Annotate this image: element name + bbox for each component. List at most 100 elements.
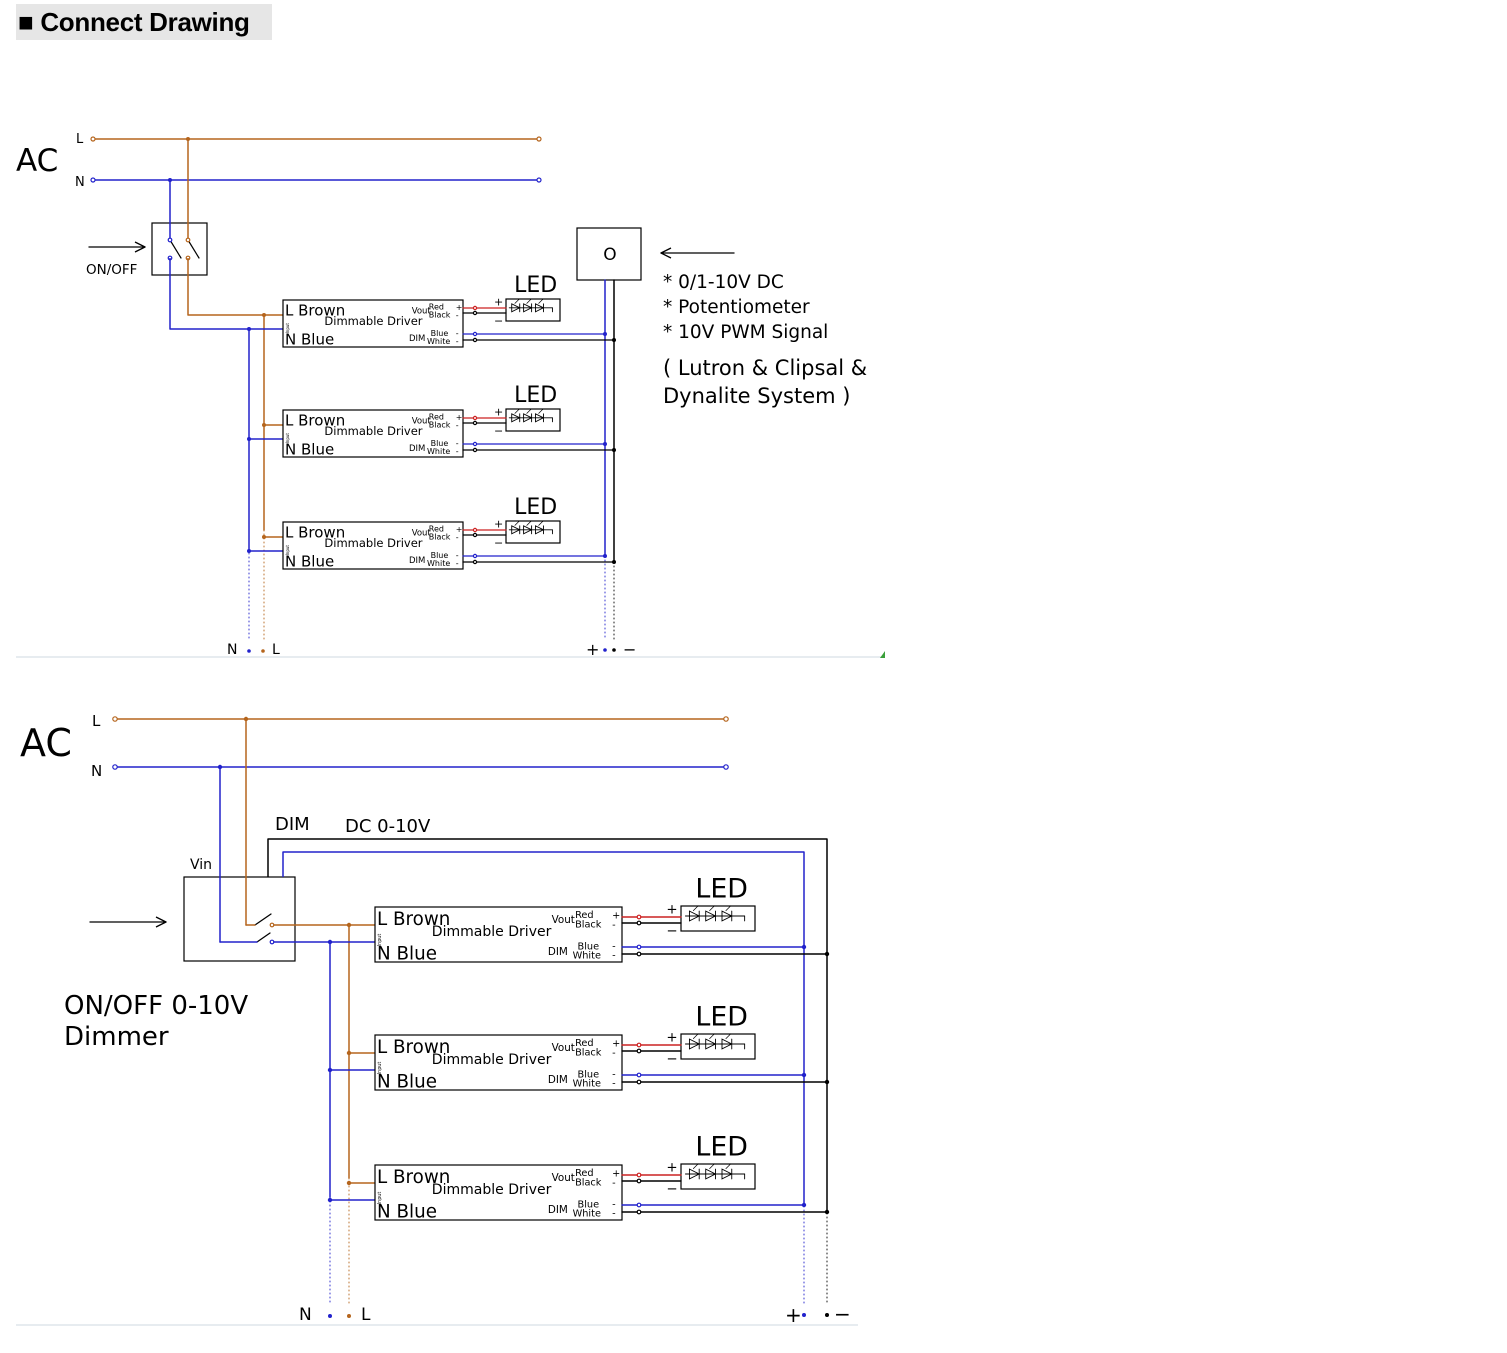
junction-dot — [327, 1067, 333, 1073]
led-ray — [709, 1163, 715, 1169]
driver-n-blue-label: N Blue — [377, 1201, 437, 1222]
junction-dot — [603, 648, 607, 652]
driver-n-blue-label: N Blue — [377, 943, 437, 964]
driver-vout-label: Vout — [412, 529, 432, 539]
terminal — [636, 1079, 642, 1085]
junction-dot — [801, 1202, 807, 1208]
switch-lever — [187, 239, 200, 259]
driver-red-label: Red — [429, 524, 444, 533]
onoff-switch-label: ON/OFF — [86, 262, 137, 278]
driver-minus-label: - — [612, 1069, 616, 1080]
led-ray — [692, 905, 699, 911]
driver-minus-label: - — [456, 447, 459, 456]
led-ray — [709, 905, 715, 911]
driver-blue-label: Blue — [578, 1199, 600, 1210]
dim-minus-loop — [267, 838, 828, 1213]
led-ray — [725, 1033, 732, 1039]
driver-l-brown-label: L Brown — [285, 412, 345, 430]
terminal — [112, 764, 118, 770]
driver-name-label: Dimmable Driver — [324, 314, 422, 328]
driver-vout-label: Vout — [552, 1172, 575, 1184]
driver-white-label: White — [427, 447, 450, 456]
junction-dot — [346, 1050, 352, 1056]
junction-dot — [612, 648, 616, 652]
driver-minus-label: - — [456, 421, 459, 430]
led-minus-label: − — [494, 314, 503, 327]
dimmer-option-note: * 10V PWM Signal — [663, 322, 828, 343]
driver-dim-label: DIM — [548, 1204, 568, 1216]
led-module-box — [505, 408, 561, 432]
dimmable-driver-box — [374, 1034, 623, 1091]
led-plus-label: + — [666, 1161, 677, 1176]
driver-white-label: White — [573, 1079, 601, 1090]
driver-blue-label: Blue — [578, 941, 600, 952]
led-ray — [526, 521, 532, 526]
dimmable-driver-box — [282, 409, 464, 458]
led-module-box — [680, 905, 756, 932]
switch-lever — [256, 932, 271, 943]
driver-black-label: Black — [575, 1047, 602, 1058]
led-plus-label: + — [666, 1031, 677, 1046]
junction-dot — [346, 1180, 352, 1186]
terminal — [185, 237, 191, 243]
driver-black-label: Black — [429, 420, 451, 429]
junction-dot — [262, 423, 266, 427]
terminal — [472, 441, 478, 447]
led-minus-label: − — [666, 924, 677, 939]
led-label: LED — [514, 495, 557, 520]
junction-dot — [824, 951, 830, 957]
terminal — [167, 237, 173, 243]
driver-l-brown-label: L Brown — [377, 1037, 450, 1058]
driver-minus-label: - — [456, 337, 459, 346]
switched-l-wire — [187, 258, 264, 316]
junction-dot — [247, 549, 251, 553]
led-ray — [692, 1163, 699, 1169]
onoff-dimmer-box — [183, 876, 296, 962]
driver-plus-label: + — [456, 413, 463, 422]
led-ray — [526, 299, 532, 304]
driver-dim-label: DIM — [409, 556, 425, 566]
driver-minus-label: - — [456, 439, 459, 448]
junction-dot — [247, 437, 251, 441]
junction-dot — [261, 649, 265, 653]
led-ray — [538, 521, 544, 526]
dim-plus-loop — [282, 851, 805, 1206]
terminal — [636, 1042, 642, 1048]
driver-vout-label: Vout — [552, 1042, 575, 1054]
driver-minus-label: - — [612, 1048, 616, 1059]
led-ray — [709, 1033, 715, 1039]
bottom-n-label: N — [227, 642, 237, 658]
n-terminal — [90, 177, 96, 183]
led-label: LED — [514, 383, 557, 408]
driver-n-blue-label: N Blue — [285, 553, 334, 571]
switched-n-wire — [169, 258, 249, 330]
junction-dot — [824, 1079, 830, 1085]
driver-blue-label: Blue — [431, 551, 449, 560]
junction-dot — [262, 313, 266, 317]
driver-minus-label: - — [456, 533, 459, 542]
driver-minus-label: - — [612, 1079, 616, 1090]
junction-dot — [328, 1314, 332, 1318]
junction-dot — [347, 1314, 351, 1318]
led-plus-label: + — [666, 903, 677, 918]
driver-white-label: White — [427, 337, 450, 346]
terminal — [472, 337, 478, 343]
junction-dot — [247, 649, 251, 653]
n-label: N — [91, 762, 102, 780]
driver-l-brown-label: L Brown — [285, 524, 345, 542]
driver-n-blue-label: N Blue — [377, 1071, 437, 1092]
led-label: LED — [695, 1001, 748, 1032]
driver-minus-label: - — [612, 1178, 616, 1189]
driver-n-blue-label: N Blue — [285, 331, 334, 349]
driver-plus-label: + — [612, 1039, 620, 1050]
driver-name-label: Dimmable Driver — [432, 1182, 552, 1198]
dimmer-symbol: O — [603, 245, 616, 265]
terminal — [472, 527, 478, 533]
terminal — [472, 420, 478, 426]
led-minus-label: − — [666, 1182, 677, 1197]
vin-label: Vin — [190, 857, 212, 873]
switch-lever — [169, 239, 182, 259]
junction-dot — [825, 1313, 829, 1317]
